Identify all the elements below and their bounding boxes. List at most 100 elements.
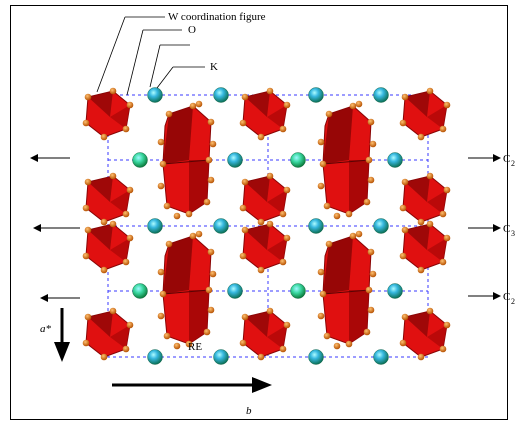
oxygen-atom: [317, 182, 325, 190]
b-axis-arrow: [112, 377, 272, 393]
oxygen-atom: [209, 140, 217, 148]
w-polyhedron: [239, 87, 291, 141]
oxygen-atom: [333, 212, 341, 220]
w-polyhedron-pair: [157, 100, 217, 220]
oxygen-atom: [426, 307, 434, 315]
oxygen-atom: [195, 230, 203, 238]
potassium-atom: [213, 218, 229, 234]
oxygen-atom: [439, 258, 447, 266]
w-polyhedron: [399, 307, 451, 361]
oxygen-atom: [439, 345, 447, 353]
oxygen-atom: [439, 210, 447, 218]
oxygen-atom: [279, 345, 287, 353]
oxygen-atom: [189, 102, 197, 110]
oxygen-atom: [443, 321, 451, 329]
oxygen-atom: [173, 212, 181, 220]
oxygen-atom: [319, 290, 327, 298]
oxygen-atom: [443, 101, 451, 109]
w-polyhedron: [82, 220, 134, 274]
oxygen-atom: [209, 270, 217, 278]
oxygen-atom: [207, 306, 215, 314]
oxygen-atom: [399, 204, 407, 212]
oxygen-atom: [241, 178, 249, 186]
oxygen-atom: [417, 133, 425, 141]
c2-sub-top: 2: [511, 159, 515, 168]
oxygen-atom: [126, 101, 134, 109]
oxygen-atom: [399, 119, 407, 127]
oxygen-atom: [363, 198, 371, 206]
oxygen-atom: [163, 202, 171, 210]
potassium-atom: [373, 218, 389, 234]
c2-label-bottom: C: [503, 291, 510, 303]
oxygen-atom: [241, 226, 249, 234]
w-polyhedron: [82, 307, 134, 361]
w-polyhedron: [239, 307, 291, 361]
potassium-atom: [373, 349, 389, 365]
oxygen-atom: [205, 286, 213, 294]
oxygen-atom: [157, 182, 165, 190]
oxygen-atom: [333, 342, 341, 350]
oxygen-atom: [84, 93, 92, 101]
oxygen-atom: [241, 313, 249, 321]
oxygen-atom: [203, 198, 211, 206]
oxygen-atom: [82, 252, 90, 260]
oxygen-atom: [257, 266, 265, 274]
potassium-atom: [387, 283, 403, 299]
oxygen-atom: [165, 240, 173, 248]
w-polyhedron-pair: [317, 100, 377, 220]
oxygen-atom: [84, 313, 92, 321]
oxygen-atom: [399, 339, 407, 347]
oxygen-atom: [426, 220, 434, 228]
oxygen-atom: [126, 234, 134, 242]
oxygen-atom: [317, 138, 325, 146]
potassium-atom: [147, 349, 163, 365]
b-axis-label: b: [246, 405, 252, 417]
w-polyhedron: [239, 220, 291, 274]
oxygen-atom: [365, 286, 373, 294]
oxygen-atom: [122, 210, 130, 218]
oxygen-atom: [157, 312, 165, 320]
oxygen-atom: [417, 218, 425, 226]
oxygen-atom: [157, 138, 165, 146]
oxygen-atom: [325, 110, 333, 118]
c3-sub: 3: [511, 229, 515, 238]
potassium-atom: [132, 152, 148, 168]
potassium-atom: [308, 87, 324, 103]
w-polyhedron-pair: [317, 230, 377, 350]
oxygen-atom: [401, 313, 409, 321]
oxygen-atom: [279, 210, 287, 218]
potassium-atom: [227, 152, 243, 168]
oxygen-atom: [355, 230, 363, 238]
oxygen-label: O: [188, 24, 196, 36]
oxygen-atom: [109, 307, 117, 315]
oxygen-atom: [100, 133, 108, 141]
oxygen-atom: [100, 266, 108, 274]
oxygen-atom: [157, 268, 165, 276]
oxygen-atom: [283, 101, 291, 109]
oxygen-atom: [241, 93, 249, 101]
oxygen-atom: [443, 186, 451, 194]
oxygen-atom: [203, 328, 211, 336]
oxygen-atom: [367, 306, 375, 314]
a-star-axis-arrow: [54, 308, 70, 362]
oxygen-atom: [159, 290, 167, 298]
oxygen-atom: [82, 339, 90, 347]
potassium-atom: [387, 152, 403, 168]
oxygen-atom: [367, 248, 375, 256]
oxygen-atom: [443, 234, 451, 242]
oxygen-atom: [185, 210, 193, 218]
potassium-atom: [132, 283, 148, 299]
oxygen-atom: [100, 353, 108, 361]
w-coordination-label: W coordination figure: [168, 11, 266, 23]
potassium-atom: [308, 218, 324, 234]
potassium-atom: [290, 283, 306, 299]
figure-frame: [10, 5, 508, 420]
oxygen-atom: [205, 156, 213, 164]
oxygen-atom: [189, 232, 197, 240]
oxygen-atom: [257, 353, 265, 361]
w-polyhedron: [399, 172, 451, 226]
c3-label: C: [503, 223, 510, 235]
w-polyhedron: [239, 172, 291, 226]
oxygen-atom: [401, 93, 409, 101]
w-polyhedron: [399, 220, 451, 274]
